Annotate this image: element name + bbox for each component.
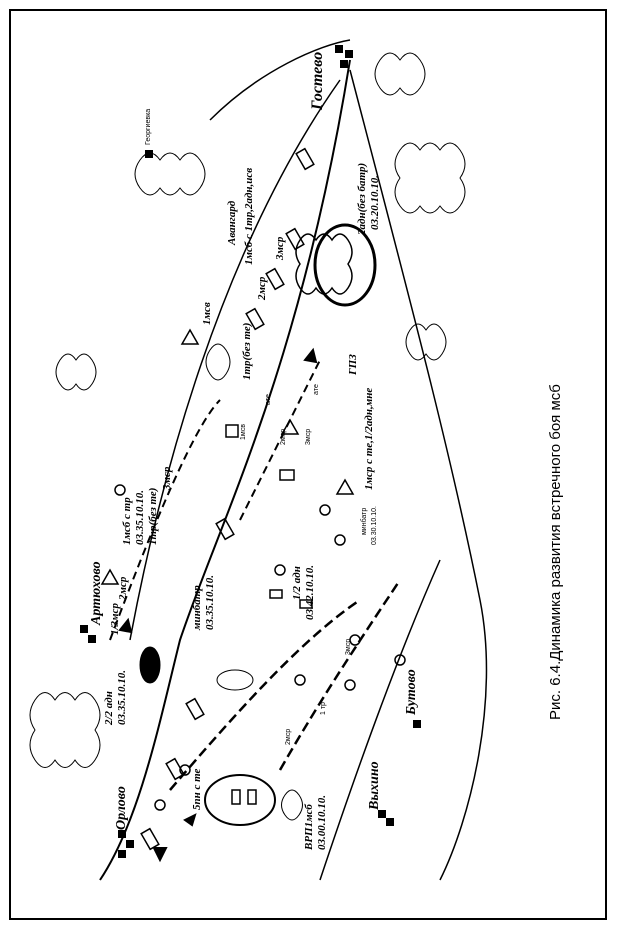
label-adn-bez-batr: 2адн(без батр) (356, 163, 368, 236)
label-minbatr2: минбатр (360, 508, 368, 535)
march-route-1 (109, 399, 221, 641)
label-msb-art: 1мсб с тр (121, 497, 133, 545)
march-route-2 (169, 598, 361, 791)
lake (139, 646, 161, 684)
label-minbatr-time: 03.35.10.10. (204, 575, 216, 630)
place-artyuhovo: Артюхово (89, 561, 104, 626)
label-tr-bez-te: 1тр(без те) (241, 323, 253, 380)
map-drawing (29, 39, 488, 881)
place-butovo: Бутово (404, 669, 419, 716)
figure-caption: Рис. 6.4.Динамика развития встречного бо… (547, 384, 564, 720)
label-12adn: 1/2 адн (291, 566, 303, 600)
label-2msr-art: 2мср (117, 576, 129, 601)
forest-bottom (281, 789, 303, 821)
label-ate: атe (313, 384, 320, 395)
label-vrp-time: 03.00.10.10. (316, 795, 328, 850)
label-3msr-top: 3мср (274, 236, 286, 261)
road-lower (319, 559, 441, 881)
label-12adn-time: 03.42.10.10. (304, 565, 316, 620)
forest-top (134, 152, 206, 196)
unit-markers (114, 147, 406, 851)
label-2msr-low: 2мср (285, 729, 292, 745)
march-route-4 (239, 359, 321, 521)
label-1tr-low: 1 тр (320, 702, 327, 715)
label-avangard: Авангард (226, 200, 238, 246)
main-road (99, 59, 351, 881)
forest-top-right (374, 52, 426, 96)
page-border (9, 9, 607, 920)
label-22adn-time: 03.35.10.10. (116, 670, 128, 725)
forest-center (205, 343, 231, 381)
forest-mid-right (405, 323, 447, 361)
road-right (349, 69, 488, 881)
place-vyhino: Выхино (367, 761, 382, 811)
place-labels: Гостево Артюхово Орлово Выхино Бутово Ге… (89, 52, 419, 830)
label-tr-bez-te2: 1тр(без те) (147, 488, 159, 545)
label-1msv-mid: 1мсв (240, 424, 247, 440)
road-top (209, 39, 351, 121)
label-22adn: 2/2 адн (103, 691, 115, 726)
label-vrp: ВРП1мсб (303, 804, 315, 851)
place-gostevo: Гостево (309, 52, 326, 111)
label-13msr: 1/3мср (109, 603, 121, 635)
label-2msr-mid: 2мср (280, 429, 287, 445)
label-ate2: атe (265, 394, 272, 405)
place-georgievka: Георгиевка (145, 109, 152, 145)
artillery-position (204, 774, 276, 826)
march-route-3 (278, 579, 402, 771)
forest-center-right (295, 233, 353, 295)
label-msb-art-time: 03.35.10.10. (134, 490, 146, 545)
label-3msr-mid: 3мср (305, 429, 312, 445)
triangle-markers (100, 328, 355, 585)
unit-labels: Авангард 1мсб с 1тр,2адн,исв 1мсв 1тр(бе… (103, 163, 381, 851)
forest-top-left (55, 353, 97, 391)
marsh (216, 669, 254, 691)
road-upper (129, 79, 341, 641)
label-gpz: ГПЗ (347, 354, 359, 376)
adn-position (313, 223, 377, 307)
label-5pn: 5пн с те (191, 768, 203, 810)
label-3msr-low: 3мср (345, 639, 352, 655)
label-avangard-desc: 1мсб с 1тр,2адн,исв (243, 168, 255, 265)
label-1msv: 1мсв (201, 302, 213, 325)
arrows (118, 347, 318, 863)
label-gpz-desc: 1мср с те,1/2адн,мне (363, 388, 375, 490)
settlements (80, 45, 421, 858)
label-2msr-top: 2мср (256, 276, 268, 301)
forest-left (29, 692, 101, 768)
label-minbatr2-time: 03.30.10.10. (371, 506, 378, 545)
label-adn-time: 03.20.10.10. (369, 175, 381, 230)
label-minbatr: минбатр (191, 585, 203, 631)
label-3msr-art: 3мср (161, 466, 173, 491)
place-orlovo: Орлово (114, 786, 129, 830)
forest-right (394, 142, 466, 214)
